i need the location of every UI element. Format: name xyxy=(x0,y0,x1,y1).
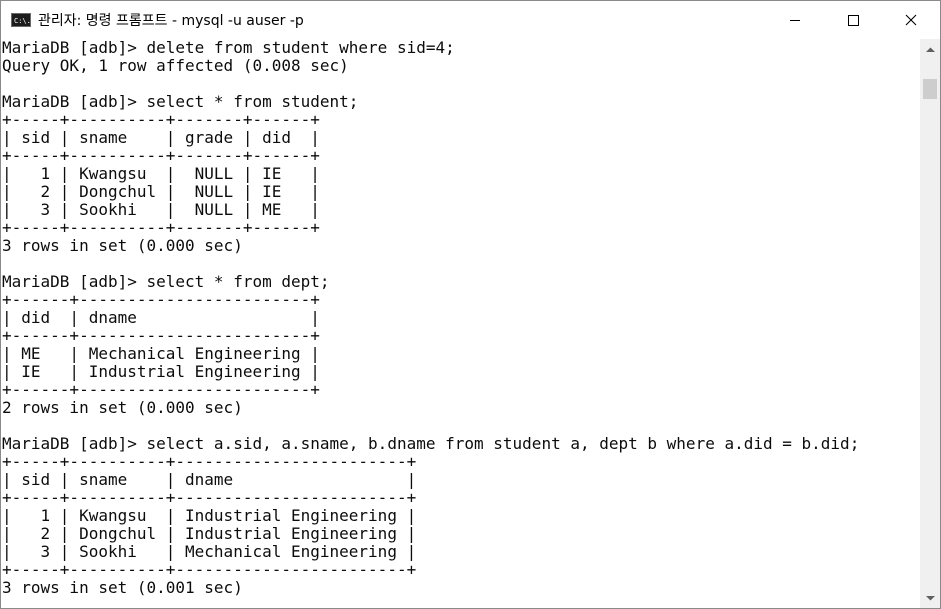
maximize-button[interactable] xyxy=(824,1,882,39)
console-line: MariaDB [adb]> delete from student where… xyxy=(2,39,455,57)
console-line: | sid | sname | grade | did | xyxy=(2,128,320,147)
console-line: +-----+----------+----------------------… xyxy=(2,488,417,507)
console-line: +------+------------------------+ xyxy=(2,290,320,309)
console-line: +-----+----------+-------+------+ xyxy=(2,146,320,165)
console-line: MariaDB [adb]> select a.sid, a.sname, b.… xyxy=(2,434,860,453)
console-line: | did | dname | xyxy=(2,308,320,327)
console-line: | 2 | Dongchul | NULL | IE | xyxy=(2,182,320,201)
console-line: | ME | Mechanical Engineering | xyxy=(2,344,320,363)
console-line: | 3 | Sookhi | NULL | ME | xyxy=(2,200,320,219)
title-bar[interactable]: C:\. 관리자: 명령 프롬프트 - mysql -u auser -p xyxy=(1,1,940,39)
console-line: +-----+----------+-------+------+ xyxy=(2,110,320,129)
console-line: 3 rows in set (0.000 sec) xyxy=(2,236,243,255)
scroll-up-button[interactable] xyxy=(920,41,940,59)
scroll-down-arrow-icon xyxy=(925,596,935,601)
console-app-icon[interactable]: C:\. xyxy=(11,13,31,27)
console-line: 3 rows in set (0.001 sec) xyxy=(2,578,243,597)
console-line: +------+------------------------+ xyxy=(2,380,320,399)
scroll-down-button[interactable] xyxy=(920,589,940,607)
minimize-icon xyxy=(790,20,800,21)
console-line: Query OK, 1 row affected (0.008 sec) xyxy=(2,56,349,75)
window-title: 관리자: 명령 프롬프트 - mysql -u auser -p xyxy=(38,13,304,29)
console-line: | sid | sname | dname | xyxy=(2,470,417,489)
console-line: +------+------------------------+ xyxy=(2,326,320,345)
scrollbar-thumb[interactable] xyxy=(923,79,937,99)
console-line: +-----+----------+----------------------… xyxy=(2,560,417,579)
console-line: | 2 | Dongchul | Industrial Engineering … xyxy=(2,524,417,543)
console-line: +-----+----------+-------+------+ xyxy=(2,218,320,237)
minimize-button[interactable] xyxy=(766,1,824,39)
maximize-icon xyxy=(848,15,859,26)
console-line: MariaDB [adb]> select * from student; xyxy=(2,92,359,111)
vertical-scrollbar[interactable] xyxy=(920,39,940,608)
scroll-up-arrow-icon xyxy=(925,47,935,52)
console-line: | 1 | Kwangsu | NULL | IE | xyxy=(2,164,320,183)
console-line: +-----+----------+----------------------… xyxy=(2,452,417,471)
console-line: | 3 | Sookhi | Mechanical Engineering | xyxy=(2,542,417,561)
console-output-area[interactable]: MariaDB [adb]> delete from student where… xyxy=(1,39,919,608)
close-button[interactable] xyxy=(882,1,940,39)
console-text[interactable]: MariaDB [adb]> delete from student where… xyxy=(1,39,919,597)
console-line: | IE | Industrial Engineering | xyxy=(2,362,320,381)
close-icon xyxy=(905,14,917,26)
console-line: MariaDB [adb]> select * from dept; xyxy=(2,272,330,291)
console-line: | 1 | Kwangsu | Industrial Engineering | xyxy=(2,506,417,525)
console-line: 2 rows in set (0.000 sec) xyxy=(2,398,243,417)
window-controls xyxy=(766,1,940,39)
